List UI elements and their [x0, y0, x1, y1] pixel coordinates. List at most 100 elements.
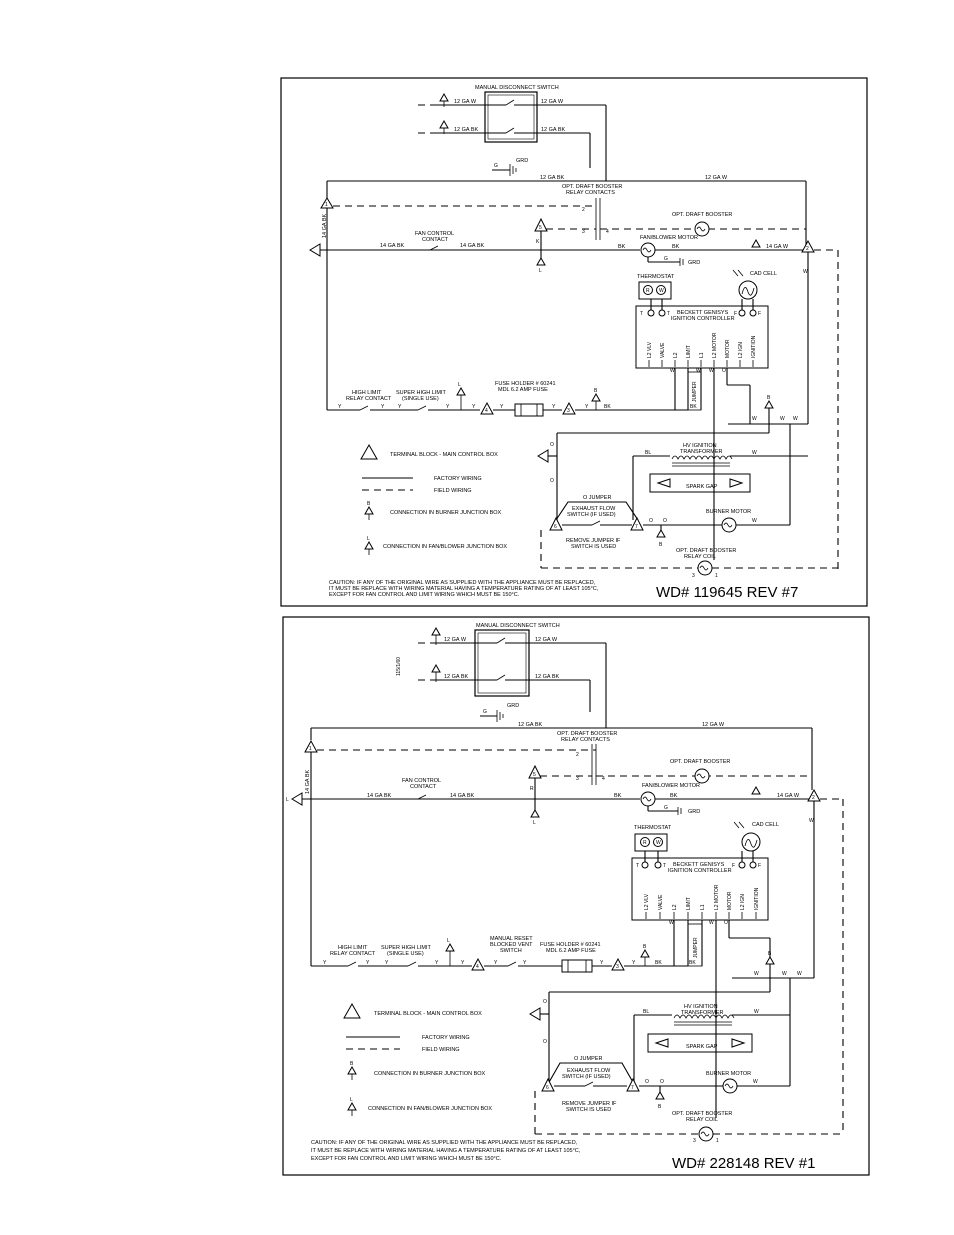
- svg-text:FUSE HOLDER # 60241: FUSE HOLDER # 60241: [495, 381, 556, 387]
- svg-text:BK: BK: [689, 960, 696, 966]
- svg-text:O: O: [543, 999, 547, 1005]
- svg-text:OPT. DRAFT BOOSTER: OPT. DRAFT BOOSTER: [557, 731, 617, 737]
- svg-text:3: 3: [576, 776, 579, 782]
- svg-text:CONTACT: CONTACT: [410, 784, 437, 790]
- svg-text:12 GA BK: 12 GA BK: [454, 127, 478, 133]
- svg-text:14 GA BK: 14 GA BK: [460, 243, 484, 249]
- svg-text:LIMIT: LIMIT: [686, 345, 692, 358]
- terminal-7: [630, 516, 644, 531]
- diagram-frame-top: [280, 77, 868, 607]
- svg-text:SWITCH: SWITCH: [500, 948, 522, 954]
- svg-text:OPT. DRAFT BOOSTER: OPT. DRAFT BOOSTER: [676, 548, 736, 554]
- spark-gap-frame: [649, 473, 751, 493]
- svg-text:Y: Y: [472, 404, 476, 410]
- svg-text:12 GA W: 12 GA W: [541, 99, 564, 105]
- terminal-burner-b-2: [765, 955, 775, 965]
- svg-text:12 GA W: 12 GA W: [535, 637, 558, 643]
- svg-text:SPARK GAP: SPARK GAP: [686, 1044, 718, 1050]
- svg-text:5: 5: [539, 225, 542, 231]
- svg-text:L2 MOTOR: L2 MOTOR: [712, 332, 718, 358]
- svg-text:CONNECTION IN FAN/BLOWER JUNCT: CONNECTION IN FAN/BLOWER JUNCTION BOX: [368, 1106, 492, 1112]
- svg-text:CAD CELL: CAD CELL: [752, 822, 779, 828]
- svg-text:CONTACT: CONTACT: [422, 237, 449, 243]
- svg-text:O: O: [543, 1039, 547, 1045]
- svg-text:OPT. DRAFT BOOSTER: OPT. DRAFT BOOSTER: [562, 184, 622, 190]
- svg-text:SWITCH IS USED: SWITCH IS USED: [571, 544, 616, 550]
- wd-number: WD# 119645 REV #7: [656, 584, 798, 601]
- svg-text:SUPER HIGH LIMIT: SUPER HIGH LIMIT: [396, 390, 446, 396]
- svg-text:1: 1: [716, 1138, 719, 1144]
- svg-text:RELAY CONTACT: RELAY CONTACT: [346, 396, 392, 402]
- svg-text:B: B: [659, 542, 663, 548]
- svg-text:L2 VLV: L2 VLV: [647, 341, 653, 358]
- svg-text:F: F: [758, 863, 761, 869]
- svg-text:SWITCH IS USED: SWITCH IS USED: [566, 1107, 611, 1113]
- svg-text:MANUAL RESET: MANUAL RESET: [490, 936, 533, 942]
- svg-text:BECKETT GENISYS: BECKETT GENISYS: [677, 310, 729, 316]
- svg-text:12 GA W: 12 GA W: [454, 99, 477, 105]
- svg-text:14 GA BK: 14 GA BK: [367, 793, 391, 799]
- svg-text:JUMPER: JUMPER: [693, 937, 699, 958]
- svg-text:RELAY COIL: RELAY COIL: [686, 1117, 718, 1123]
- draft-booster-motor-icon-2: [694, 768, 710, 784]
- svg-text:RELAY CONTACT: RELAY CONTACT: [330, 951, 376, 957]
- svg-text:W: W: [753, 1079, 758, 1085]
- svg-text:HV IGNITION: HV IGNITION: [684, 1004, 718, 1010]
- ground-icon: [509, 164, 517, 176]
- caution-text-2: CAUTION: IF ANY OF THE ORIGINAL WIRE AS …: [311, 1140, 578, 1146]
- svg-text:2: 2: [582, 207, 585, 213]
- svg-text:L2: L2: [673, 352, 679, 358]
- svg-text:Y: Y: [494, 960, 498, 966]
- svg-text:G: G: [494, 163, 498, 169]
- disconnect-switch-box: [484, 91, 538, 143]
- svg-text:6: 6: [554, 524, 557, 530]
- svg-text:B: B: [767, 395, 771, 401]
- svg-text:(SINGLE USE): (SINGLE USE): [402, 396, 439, 402]
- svg-text:W: W: [752, 416, 757, 422]
- svg-text:BK: BK: [690, 404, 697, 410]
- svg-text:GRD: GRD: [516, 158, 528, 164]
- svg-text:14 GA W: 14 GA W: [777, 793, 800, 799]
- jumper-box: [687, 371, 702, 411]
- svg-text:B: B: [350, 1061, 354, 1067]
- terminal-plug-o: [537, 449, 549, 463]
- svg-text:O: O: [649, 518, 653, 524]
- terminal-4-b: [471, 957, 485, 971]
- svg-text:Y: Y: [338, 404, 342, 410]
- svg-text:F: F: [734, 311, 737, 317]
- svg-text:BLOCKED VENT: BLOCKED VENT: [490, 942, 533, 948]
- svg-text:Y: Y: [632, 960, 636, 966]
- svg-text:T: T: [640, 311, 643, 317]
- svg-text:SUPER HIGH LIMIT: SUPER HIGH LIMIT: [381, 945, 431, 951]
- svg-text:BK: BK: [672, 244, 680, 250]
- transformer-icon-2: [673, 1014, 735, 1019]
- fan-junction-icon: [439, 92, 449, 134]
- svg-text:REMOVE JUMPER IF: REMOVE JUMPER IF: [566, 538, 621, 544]
- thermostat-box: [638, 281, 672, 300]
- ignition-controller: [635, 305, 769, 369]
- svg-text:Y: Y: [523, 960, 527, 966]
- svg-text:W: W: [659, 288, 664, 294]
- svg-text:BK: BK: [618, 244, 626, 250]
- svg-text:THERMOSTAT: THERMOSTAT: [634, 825, 672, 831]
- svg-text:O: O: [663, 518, 667, 524]
- svg-text:W: W: [656, 840, 661, 846]
- terminal-plug-left: [309, 243, 321, 257]
- legend-top: TERMINAL BLOCK - MAIN CONTROL BOX FACTOR…: [360, 443, 507, 555]
- svg-text:L: L: [350, 1097, 353, 1103]
- svg-text:(SINGLE USE): (SINGLE USE): [387, 951, 424, 957]
- svg-text:7: 7: [631, 1085, 634, 1091]
- svg-text:3: 3: [567, 408, 570, 414]
- svg-text:BK: BK: [614, 793, 622, 799]
- svg-text:GRD: GRD: [688, 809, 700, 815]
- svg-text:L: L: [539, 268, 542, 274]
- svg-text:THERMOSTAT: THERMOSTAT: [637, 274, 675, 280]
- svg-text:GRD: GRD: [507, 703, 519, 709]
- fuse-holder-2: [561, 959, 593, 973]
- svg-text:Y: Y: [585, 404, 589, 410]
- svg-text:2: 2: [806, 246, 809, 252]
- svg-text:FIELD WIRING: FIELD WIRING: [434, 488, 472, 494]
- svg-text:F: F: [732, 863, 735, 869]
- svg-text:RELAY CONTACTS: RELAY CONTACTS: [561, 737, 610, 743]
- svg-text:3: 3: [692, 573, 695, 579]
